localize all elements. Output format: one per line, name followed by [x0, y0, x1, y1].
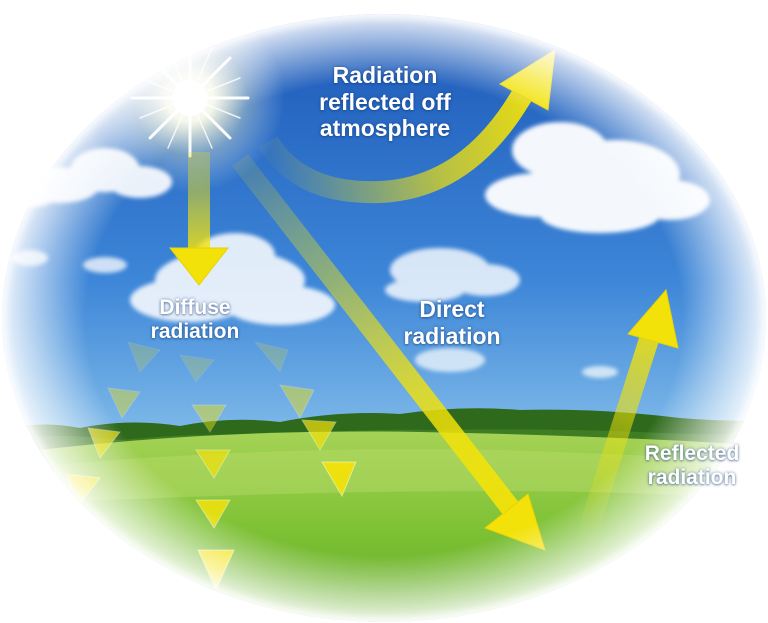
label-line: radiation: [150, 320, 240, 344]
label-line: Diffuse: [159, 296, 231, 319]
oval-vignette: [2, 14, 766, 622]
oval-edge: [0, 11, 768, 623]
label-diffuse-radiation: Diffuse radiation: [130, 296, 260, 345]
label-reflected-off-atmosphere: Radiation reflected off atmosphere: [300, 62, 470, 142]
label-line: reflected off: [319, 88, 451, 115]
label-direct-radiation: Direct radiation: [382, 296, 522, 349]
label-line: atmosphere: [319, 115, 451, 142]
label-line: radiation: [403, 322, 501, 349]
label-reflected-radiation: Reflected radiation: [628, 442, 756, 491]
label-line: Radiation: [332, 62, 438, 88]
label-line: Reflected: [644, 442, 740, 465]
label-line: Direct: [419, 296, 485, 322]
label-line: radiation: [647, 466, 737, 490]
